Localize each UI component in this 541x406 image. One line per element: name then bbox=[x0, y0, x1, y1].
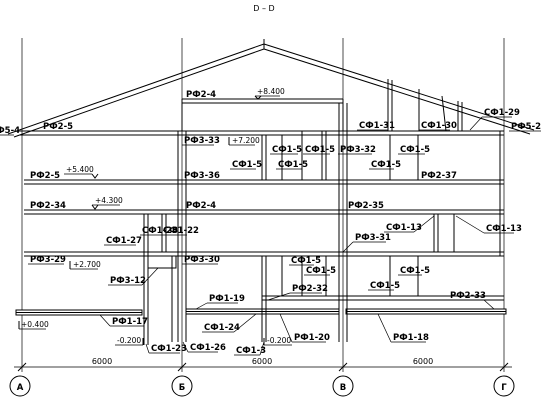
grid-axes bbox=[21, 38, 505, 372]
level-8400: +8.400 bbox=[257, 87, 285, 96]
mark-sf1-24: СФ1-24 bbox=[204, 323, 240, 333]
mark-rf1-18: РФ1-18 bbox=[393, 333, 429, 343]
span-1-dimension: 6000 bbox=[92, 357, 112, 366]
mark-sf1-5-f: СФ1-5 bbox=[371, 160, 401, 170]
axis-bubble-v: В bbox=[340, 383, 346, 393]
mark-rf2-4-attic: РФ2-4 bbox=[186, 90, 216, 100]
mark-sf1-5-g: СФ1-5 bbox=[291, 256, 321, 266]
mark-rf1-20: РФ1-20 bbox=[294, 333, 330, 343]
mark-sf1-5-c: СФ1-5 bbox=[278, 160, 308, 170]
dimension-line: 6000 6000 6000 bbox=[14, 357, 512, 372]
mark-rf5-4: РФ5-4 bbox=[0, 126, 20, 136]
level-minus-0200-left: -0.200 bbox=[117, 336, 141, 345]
mark-sf1-31: СФ1-31 bbox=[359, 121, 395, 131]
level-5400: +5.400 bbox=[66, 165, 94, 174]
mark-rf3-33: РФ3-33 bbox=[184, 136, 220, 146]
mark-rf5-2: РФ5-2 bbox=[511, 122, 541, 132]
roof-rafters bbox=[7, 39, 535, 138]
mark-sf1-30: СФ1-30 bbox=[421, 121, 457, 131]
mark-rf2-35: РФ2-35 bbox=[348, 201, 384, 211]
mark-sf1-27: СФ1-27 bbox=[106, 236, 142, 246]
mark-rf2-33: РФ2-33 bbox=[450, 291, 486, 301]
level-2700: +2.700 bbox=[73, 260, 101, 269]
posts bbox=[143, 103, 501, 345]
mark-rf2-4-floor: РФ2-4 bbox=[186, 201, 216, 211]
level-0400: +0.400 bbox=[21, 320, 49, 329]
span-3-dimension: 6000 bbox=[413, 357, 433, 366]
mark-sf1-13-a: СФ1-13 bbox=[386, 223, 422, 233]
attic-beam bbox=[181, 98, 344, 131]
mark-sf1-5-j: СФ1-5 bbox=[370, 281, 400, 291]
ground-beams bbox=[15, 308, 507, 316]
section-title: D – D bbox=[253, 4, 274, 13]
mark-sf1-5-b: СФ1-5 bbox=[305, 145, 335, 155]
level-marks: +8.400 +7.200 +5.400 +4.300 +2.700 +0.40… bbox=[18, 87, 292, 346]
mark-rf3-30: РФ3-30 bbox=[184, 255, 220, 265]
mark-sf1-5-a: СФ1-5 bbox=[272, 145, 302, 155]
mark-rf3-29: РФ3-29 bbox=[30, 255, 66, 265]
mark-rf1-19: РФ1-19 bbox=[209, 294, 245, 304]
mark-rf2-5-top: РФ2-5 bbox=[43, 122, 73, 132]
mark-rf3-32: РФ3-32 bbox=[340, 145, 376, 155]
mark-rf2-34: РФ2-34 bbox=[30, 201, 66, 211]
mark-sf1-28: СФ1-28 bbox=[142, 226, 178, 236]
span-2-dimension: 6000 bbox=[252, 357, 272, 366]
mark-rf1-17: РФ1-17 bbox=[112, 317, 148, 327]
level-4300: +4.300 bbox=[95, 196, 123, 205]
mark-sf1-5-d: СФ1-5 bbox=[232, 160, 262, 170]
mark-rf2-37: РФ2-37 bbox=[421, 171, 457, 181]
level-minus-0200-right: -0.200 bbox=[267, 336, 291, 345]
mark-sf1-13-b: СФ1-13 bbox=[486, 224, 522, 234]
mark-rf3-31: РФ3-31 bbox=[355, 233, 391, 243]
mark-sf1-5-e: СФ1-5 bbox=[400, 145, 430, 155]
mark-sf1-29: СФ1-29 bbox=[484, 108, 520, 118]
mark-rf3-36: РФ3-36 bbox=[184, 171, 220, 181]
mark-sf1-5-h: СФ1-5 bbox=[306, 266, 336, 276]
mark-sf1-3: СФ1-3 bbox=[236, 346, 266, 356]
mark-sf1-22: СФ1-22 bbox=[163, 226, 199, 236]
mark-sf1-5-i: СФ1-5 bbox=[400, 266, 430, 276]
mark-rf3-12: РФ3-12 bbox=[110, 276, 146, 286]
mark-sf1-26: СФ1-26 bbox=[190, 343, 226, 353]
axis-bubble-g: Г bbox=[501, 383, 507, 393]
axis-bubble-a: А bbox=[17, 383, 24, 393]
mark-rf2-5-mid: РФ2-5 bbox=[30, 171, 60, 181]
axis-bubbles: А Б В Г bbox=[9, 375, 515, 397]
level-7200: +7.200 bbox=[232, 136, 260, 145]
element-marks: РФ5-4 РФ5-2 РФ2-5 РФ2-5 РФ2-4 РФ2-4 РФ3-… bbox=[0, 90, 541, 356]
axis-bubble-b: Б bbox=[179, 383, 185, 393]
mark-rf2-32: РФ2-32 bbox=[292, 284, 328, 294]
mark-sf1-23: СФ1-23 bbox=[151, 344, 187, 354]
